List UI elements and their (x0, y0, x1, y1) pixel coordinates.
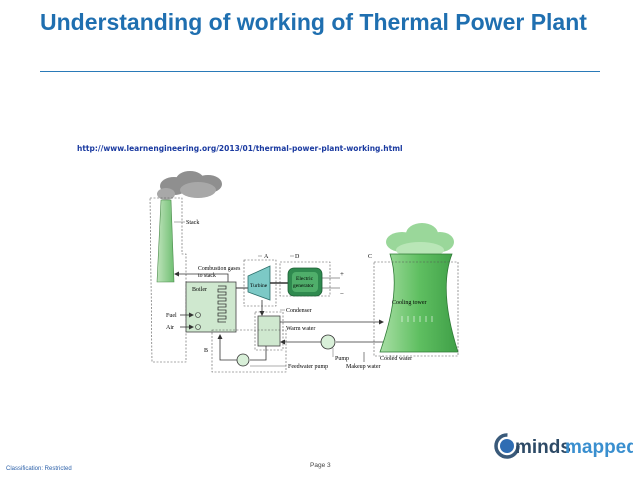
logo-text-mapped: mapped (565, 437, 633, 458)
classification-label: Classification: Restricted (6, 466, 72, 472)
mindsmapped-logo-icon: minds mapped (494, 433, 633, 459)
air-label: Air (166, 325, 174, 331)
slide-title: Understanding of working of Thermal Powe… (40, 9, 587, 35)
cooling-tower (379, 253, 459, 353)
marker-d: D (295, 254, 300, 260)
marker-b: B (204, 348, 208, 354)
makeup-water-label: Makeup water (346, 364, 381, 370)
condenser (257, 315, 281, 347)
boiler (185, 281, 237, 333)
marker-a: A (264, 254, 269, 260)
plus-sign: + (340, 270, 344, 278)
turbine (247, 265, 271, 301)
fuel-label: Fuel (166, 313, 177, 319)
boiler-label: Boiler (192, 287, 207, 293)
title-divider (40, 71, 600, 72)
page-number: Page 3 (310, 462, 331, 469)
stack (156, 199, 175, 283)
cooled-water-label: Cooled water (380, 356, 412, 362)
generator-label-1: Electric (296, 276, 314, 282)
steam-cloud-icon (386, 223, 454, 258)
source-url[interactable]: http://www.learnengineering.org/2013/01/… (77, 144, 403, 153)
feedwater-pump-label: Feedwater pump (288, 364, 328, 370)
pump-label: Pump (335, 356, 349, 362)
cooling-tower-label: Cooling tower (392, 300, 427, 306)
marker-c: C (368, 254, 372, 260)
stack-label: Stack (186, 220, 199, 226)
feedwater-pump (236, 353, 250, 367)
logo-text-minds: minds (515, 437, 571, 458)
combustion-label-1: Combustion gases (198, 266, 241, 272)
smoke-cloud-icon (157, 171, 222, 200)
pump (320, 334, 336, 350)
turbine-label: Turbine (250, 283, 268, 289)
generator-label-2: generator (293, 283, 314, 289)
combustion-label-2: to stack (198, 273, 216, 279)
warm-water-label: Warm water (286, 326, 315, 332)
minus-sign: − (340, 290, 344, 298)
thermal-power-plant-diagram: Stack Combustion gases to stack Boiler F… (149, 171, 459, 373)
condenser-label: Condenser (286, 308, 312, 314)
